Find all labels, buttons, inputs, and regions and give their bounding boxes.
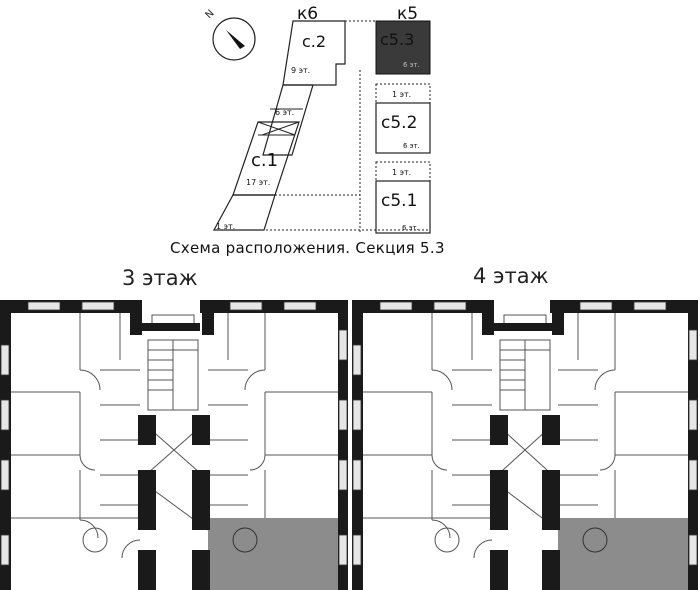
section-1-name: с.1	[251, 150, 278, 171]
section-5-1-name: с5.1	[381, 191, 417, 211]
section-5-1-ground: 1 эт.	[392, 168, 411, 177]
section-5-1-block	[375, 180, 431, 234]
compass-icon: N	[204, 8, 256, 61]
compass-letter: N	[204, 8, 217, 21]
exterior-walls	[0, 300, 348, 590]
corpus-label-k5: к5	[397, 4, 418, 24]
section-1-ground: 1 эт.	[216, 222, 235, 231]
scheme-caption: Схема расположения. Секция 5.3	[170, 239, 445, 257]
floor-plan-4	[352, 300, 698, 590]
section-5-2-floors: 6 эт.	[403, 142, 420, 150]
section-5-2-ground: 1 эт.	[392, 90, 411, 99]
section-5-2-name: с5.2	[381, 113, 417, 133]
floor-plan-3	[0, 300, 348, 590]
corpus-label-k6: к6	[297, 4, 318, 24]
floor-title-3: 3 этаж	[122, 266, 198, 290]
section-5-2-block	[375, 102, 431, 154]
section-1-lower-floors: 6 эт.	[275, 108, 294, 117]
section-5-1-floors: 6 эт.	[402, 224, 419, 232]
section-2-outline	[282, 20, 346, 86]
section-1-floors: 17 эт.	[246, 178, 270, 187]
section-2-floors: 9 эт.	[291, 66, 310, 75]
location-scheme: N к6 к5 с.2 9 эт. 6 эт. с.1 17 эт. 1 эт.…	[170, 4, 445, 257]
section-5-3-name: с5.3	[380, 30, 414, 49]
section-5-3-block	[375, 20, 431, 75]
section-5-3-floors: 6 эт.	[403, 61, 420, 69]
highlighted-apartment[interactable]	[208, 518, 348, 590]
floor-title-4: 4 этаж	[473, 264, 549, 288]
section-1-upper	[262, 84, 314, 156]
highlighted-apartment[interactable]	[558, 518, 698, 590]
section-2-name: с.2	[302, 32, 326, 51]
